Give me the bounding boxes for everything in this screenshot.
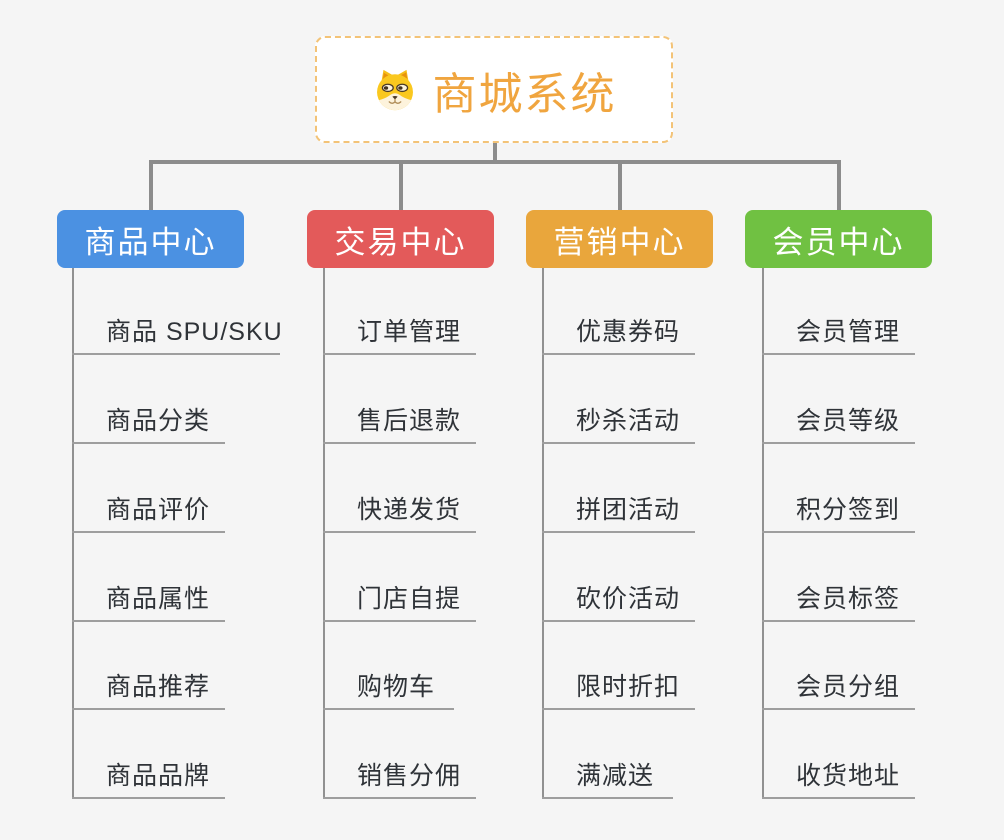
- trunk-line-trade: [323, 268, 325, 799]
- root-title: 商城系统: [432, 69, 617, 119]
- branch-header-member-center[interactable]: 会员中心: [745, 210, 932, 268]
- child-node[interactable]: 收货地址: [762, 755, 915, 799]
- child-node[interactable]: 商品推荐: [72, 666, 225, 710]
- child-node[interactable]: 销售分佣: [323, 755, 476, 799]
- child-node[interactable]: 积分签到: [762, 489, 915, 533]
- branch-bus-line: [149, 160, 841, 164]
- dog-face-icon: [372, 67, 418, 113]
- child-node[interactable]: 门店自提: [323, 578, 476, 622]
- drop-line-member: [837, 160, 841, 210]
- child-node[interactable]: 商品分类: [72, 400, 225, 444]
- branch-header-product-center[interactable]: 商品中心: [57, 210, 244, 268]
- root-node[interactable]: 商城系统: [315, 36, 673, 143]
- trunk-line-product: [72, 268, 74, 799]
- child-node[interactable]: 会员分组: [762, 666, 915, 710]
- drop-line-product: [149, 160, 153, 210]
- drop-line-trade: [399, 160, 403, 210]
- child-node[interactable]: 快递发货: [323, 489, 476, 533]
- branch-label: 营销中心: [553, 224, 686, 260]
- branch-label: 会员中心: [772, 224, 905, 260]
- child-node[interactable]: 会员管理: [762, 311, 915, 355]
- child-node[interactable]: 售后退款: [323, 400, 476, 444]
- branch-label: 商品中心: [84, 224, 217, 260]
- child-node[interactable]: 购物车: [323, 666, 454, 710]
- child-node[interactable]: 砍价活动: [542, 578, 695, 622]
- child-node[interactable]: 商品评价: [72, 489, 225, 533]
- child-node[interactable]: 商品属性: [72, 578, 225, 622]
- child-node[interactable]: 会员标签: [762, 578, 915, 622]
- child-node[interactable]: 商品品牌: [72, 755, 225, 799]
- branch-header-trade-center[interactable]: 交易中心: [307, 210, 494, 268]
- child-node[interactable]: 会员等级: [762, 400, 915, 444]
- trunk-line-marketing: [542, 268, 544, 799]
- child-node[interactable]: 拼团活动: [542, 489, 695, 533]
- child-node[interactable]: 商品 SPU/SKU: [72, 311, 282, 355]
- child-node[interactable]: 满减送: [542, 755, 673, 799]
- child-node[interactable]: 优惠券码: [542, 311, 695, 355]
- child-node[interactable]: 秒杀活动: [542, 400, 695, 444]
- child-node[interactable]: 订单管理: [323, 311, 476, 355]
- trunk-line-member: [762, 268, 764, 799]
- branch-header-marketing-center[interactable]: 营销中心: [526, 210, 713, 268]
- root-stem-line: [493, 143, 497, 162]
- drop-line-marketing: [618, 160, 622, 210]
- child-node[interactable]: 限时折扣: [542, 666, 695, 710]
- branch-label: 交易中心: [334, 224, 467, 260]
